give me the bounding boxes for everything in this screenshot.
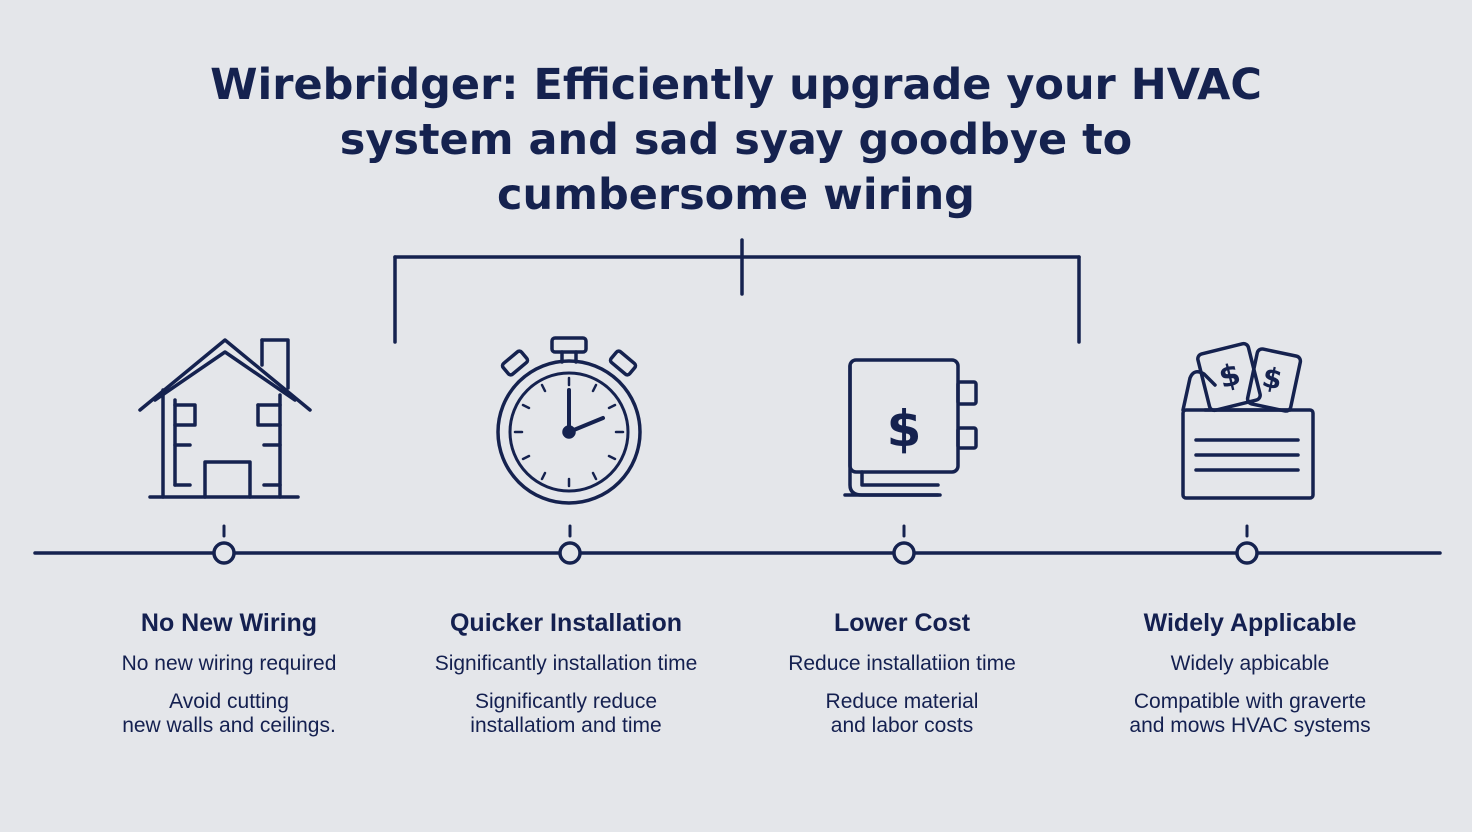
feature-summary: Significantly installation time	[434, 652, 698, 675]
bracket-connector	[393, 238, 1081, 344]
bill-dollar-icon-2: $	[1259, 360, 1285, 396]
timeline	[33, 524, 1442, 565]
stopwatch-icon	[496, 336, 642, 505]
feature-detail: Reduce material and labor costs	[825, 690, 979, 737]
feature-summary: Widely apbicable	[1170, 652, 1330, 675]
timeline-node-1	[212, 541, 236, 565]
feature-heading: No New Wiring	[140, 609, 318, 637]
title-line-1: Wirebridger: Efficiently upgrade your HV…	[210, 60, 1262, 110]
dollar-sign-icon: $	[887, 400, 922, 458]
feature-heading: Widely Applicable	[1143, 609, 1357, 637]
money-box-icon	[1181, 341, 1315, 500]
bill-dollar-icon: $	[1216, 357, 1245, 396]
feature-detail: Significantly reduce installatiom and ti…	[470, 690, 662, 737]
feature-heading: Quicker Installation	[449, 609, 682, 637]
feature-heading: Lower Cost	[833, 609, 971, 637]
page-title: Wirebridger: Efficiently upgrade your HV…	[0, 58, 1472, 223]
feature-lower-cost: Lower Cost Reduce installatiion time Red…	[722, 606, 1082, 738]
timeline-node-3	[892, 541, 916, 565]
feature-summary: Reduce installatiion time	[788, 652, 1016, 675]
house-icon	[138, 338, 312, 499]
feature-detail: Avoid cutting new walls and ceilings.	[122, 690, 336, 737]
feature-detail: Compatible with graverte and mows HVAC s…	[1129, 690, 1371, 737]
feature-summary: No new wiring required	[121, 652, 337, 675]
timeline-node-4	[1235, 541, 1259, 565]
timeline-node-2	[558, 541, 582, 565]
feature-quicker-installation: Quicker Installation Significantly insta…	[386, 606, 746, 738]
dollar-book-icon	[843, 358, 978, 497]
feature-no-new-wiring: No New Wiring No new wiring required Avo…	[49, 606, 409, 738]
title-line-3: cumbersome wiring	[497, 170, 975, 220]
feature-widely-applicable: Widely Applicable Widely apbicable Compa…	[1070, 606, 1430, 738]
title-line-2: system and sad syay goodbye to	[339, 115, 1133, 165]
